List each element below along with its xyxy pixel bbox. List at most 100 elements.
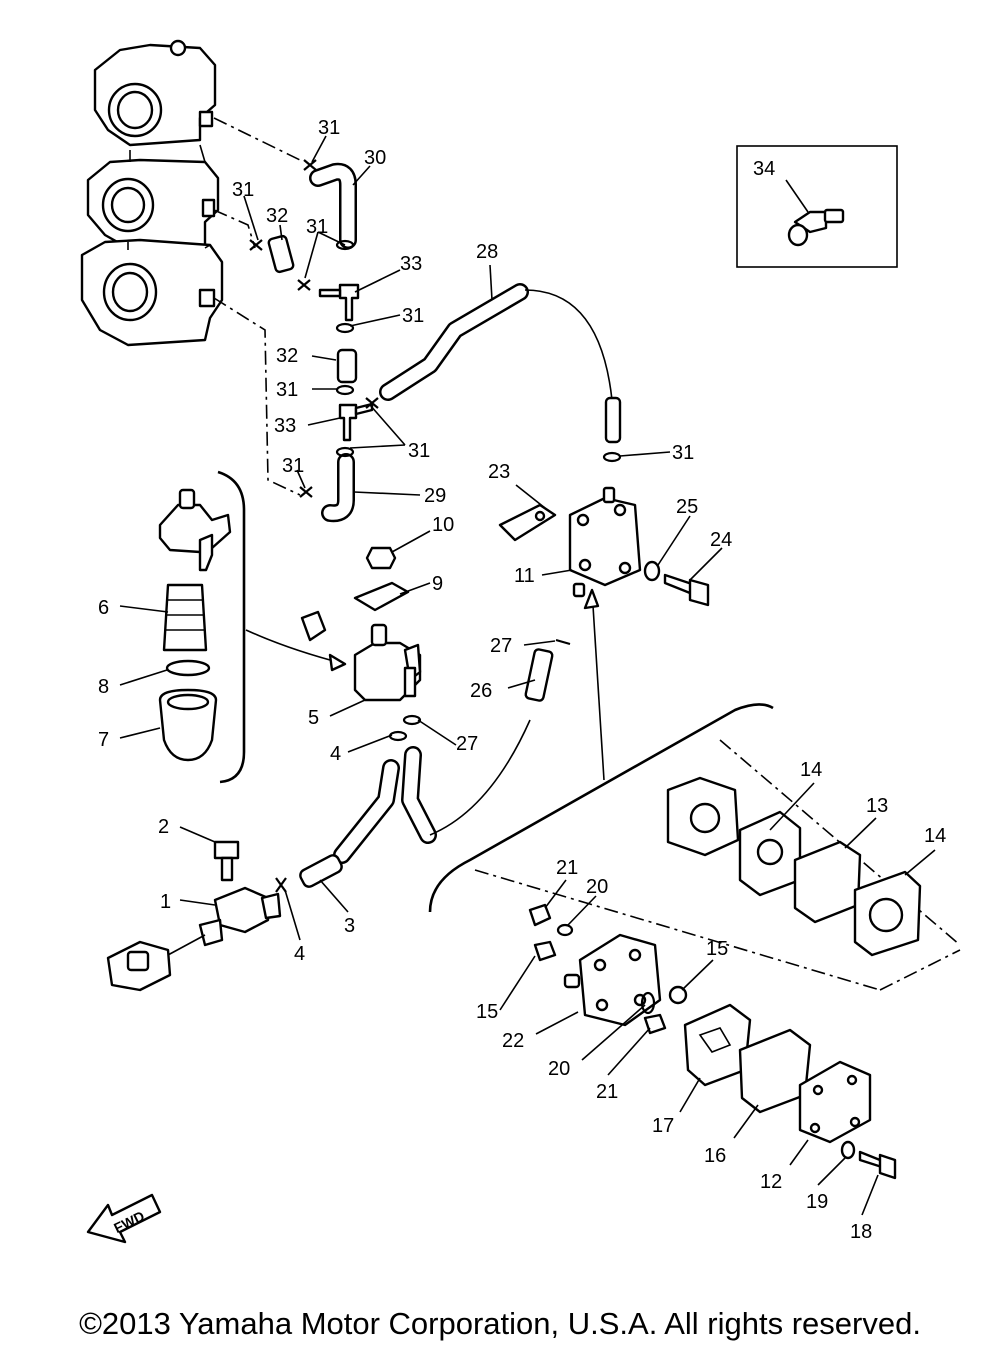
callout-15: 15 — [706, 938, 728, 960]
pump-exploded-bracket — [428, 703, 774, 913]
fuel-connector — [106, 940, 172, 992]
carburetor-lower — [80, 238, 224, 347]
nut-15-right — [668, 985, 688, 1005]
bolt-24 — [663, 573, 710, 607]
callout-33: 33 — [274, 415, 296, 437]
callout-30: 30 — [364, 147, 386, 169]
bracket-9 — [300, 581, 410, 642]
fuel-filter-assembly-5 — [353, 623, 422, 702]
callout-12: 12 — [760, 1171, 782, 1193]
hose-clips-31 — [249, 159, 622, 498]
screw-18 — [858, 1150, 897, 1180]
callout-2: 2 — [158, 816, 169, 838]
callout-33: 33 — [400, 253, 422, 275]
callout-22: 22 — [502, 1030, 524, 1052]
callout-4: 4 — [330, 743, 341, 765]
hose-29 — [321, 453, 355, 523]
callout-leaders — [119, 135, 936, 1216]
washer-19 — [840, 1140, 856, 1160]
copyright-notice: ©2013 Yamaha Motor Corporation, U.S.A. A… — [79, 1306, 921, 1341]
nut-10 — [365, 546, 397, 570]
callout-13: 13 — [866, 795, 888, 817]
screw-2 — [213, 840, 240, 882]
callout-16: 16 — [704, 1145, 726, 1167]
carburetor-middle — [86, 144, 220, 250]
callout-34: 34 — [753, 158, 775, 180]
callout-7: 7 — [98, 729, 109, 751]
callout-20: 20 — [548, 1058, 570, 1080]
carburetor-upper — [93, 39, 217, 147]
hose-32-upper — [267, 234, 295, 274]
callout-numbers: 31 30 31 32 31 33 31 32 31 33 31 31 29 2… — [98, 117, 946, 1243]
callout-24: 24 — [710, 529, 732, 551]
callout-27: 27 — [456, 733, 478, 755]
callout-31: 31 — [402, 305, 424, 327]
hose-section-pump-inlet — [604, 396, 622, 444]
check-valve-20-upper — [556, 923, 574, 937]
callout-19: 19 — [806, 1191, 828, 1213]
fuel-joint-1 — [198, 886, 282, 947]
callout-31: 31 — [282, 455, 304, 477]
callout-26: 26 — [470, 680, 492, 702]
callout-21: 21 — [556, 857, 578, 879]
pump-cover-12 — [798, 1060, 872, 1144]
callout-31: 31 — [276, 379, 298, 401]
o-ring-8 — [165, 659, 211, 677]
check-valve-20-lower — [640, 991, 656, 1015]
callout-10: 10 — [432, 514, 454, 536]
callout-9: 9 — [432, 573, 443, 595]
callout-31: 31 — [408, 440, 430, 462]
callout-8: 8 — [98, 676, 109, 698]
callout-28: 28 — [476, 241, 498, 263]
fuel-system-parts-diagram: FWD — [80, 39, 961, 1244]
filter-cup-7 — [158, 688, 218, 762]
hose-30 — [309, 162, 357, 249]
callout-17: 17 — [652, 1115, 674, 1137]
nut-15-left — [533, 940, 557, 962]
pump-body-22 — [563, 933, 662, 1027]
fuel-pump-assembly-11 — [568, 486, 642, 598]
callout-25: 25 — [676, 496, 698, 518]
gasket-14-lower — [853, 870, 922, 957]
t-fitting-33-upper — [318, 283, 360, 322]
diaphragm-14-upper — [666, 776, 740, 857]
gasket-17 — [683, 1003, 752, 1087]
callout-14: 14 — [800, 759, 822, 781]
diaphragm-13 — [793, 840, 862, 924]
hose-26 — [524, 648, 554, 702]
t-fitting-33-lower — [338, 402, 374, 442]
filter-exploded-bracket — [217, 470, 246, 784]
filter-element-6 — [162, 583, 208, 652]
callout-5: 5 — [308, 707, 319, 729]
hose-32-lower — [336, 348, 358, 384]
callout-4: 4 — [294, 943, 305, 965]
washer-25 — [643, 560, 661, 582]
callout-3: 3 — [344, 915, 355, 937]
callout-20: 20 — [586, 876, 608, 898]
hose-3 — [299, 854, 343, 888]
carburetor-assembly — [80, 39, 224, 347]
callout-14: 14 — [924, 825, 946, 847]
callout-32: 32 — [266, 205, 288, 227]
callout-1: 1 — [160, 891, 171, 913]
callout-29: 29 — [424, 485, 446, 507]
gasket-23 — [498, 503, 557, 542]
callout-23: 23 — [488, 461, 510, 483]
callout-18: 18 — [850, 1221, 872, 1243]
filter-cap — [158, 488, 232, 572]
callout-31: 31 — [232, 179, 254, 201]
hose-28 — [379, 283, 529, 401]
callout-31: 31 — [672, 442, 694, 464]
callout-15: 15 — [476, 1001, 498, 1023]
inset-box-34 — [736, 145, 898, 268]
callout-21: 21 — [596, 1081, 618, 1103]
callout-27: 27 — [490, 635, 512, 657]
callout-31: 31 — [306, 216, 328, 238]
callout-6: 6 — [98, 597, 109, 619]
forward-direction-arrow: FWD — [86, 1193, 162, 1244]
callout-11: 11 — [514, 565, 535, 587]
gasket-14 — [738, 810, 802, 897]
check-valve-21-upper — [528, 903, 552, 927]
callout-31: 31 — [318, 117, 340, 139]
callout-32: 32 — [276, 345, 298, 367]
